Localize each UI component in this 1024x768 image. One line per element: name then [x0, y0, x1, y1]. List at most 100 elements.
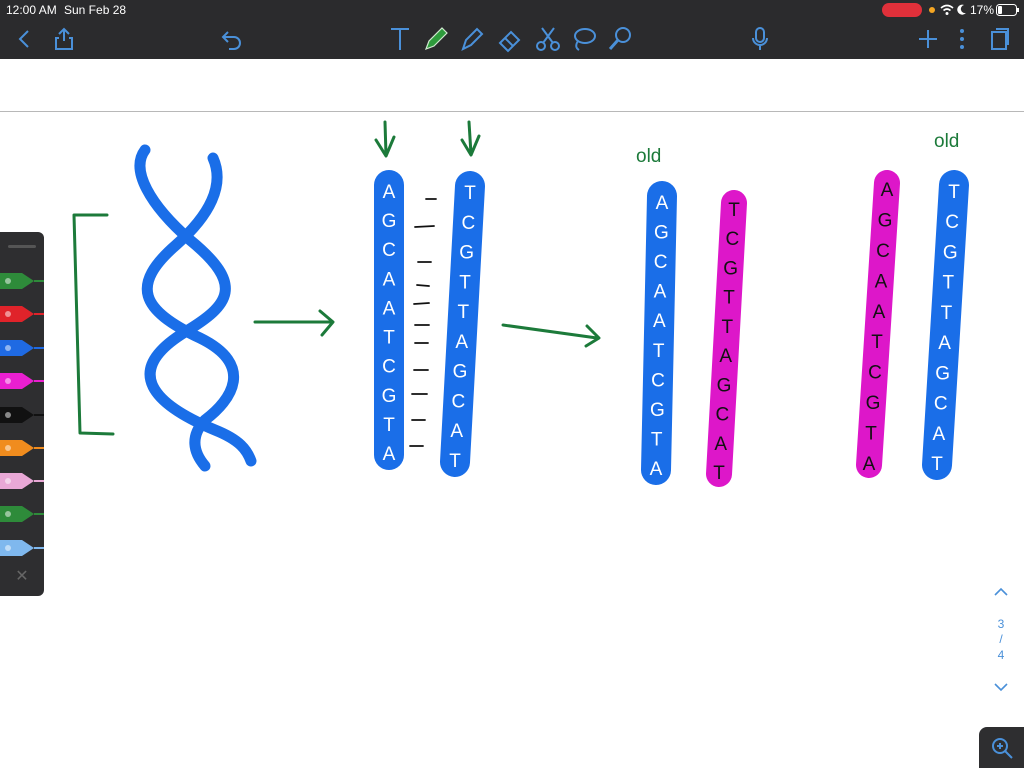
- copy2-new-strand: [856, 170, 900, 478]
- palette-swatch-2[interactable]: [0, 303, 44, 325]
- down-arrow-right: [460, 120, 481, 157]
- palette-swatch-4[interactable]: [0, 370, 44, 392]
- parent-strand-left-base: T: [383, 328, 395, 349]
- toolbar: [0, 20, 1024, 59]
- copy2-new-strand-base: A: [881, 180, 894, 201]
- moon-icon: [957, 4, 966, 15]
- copy1-new-strand-base: C: [725, 229, 739, 250]
- add-page-icon[interactable]: [912, 24, 944, 54]
- copy2-old-strand-base: C: [934, 394, 948, 415]
- copy2-old-strand-base: C: [945, 212, 959, 233]
- parent-strand-right-base: T: [458, 302, 470, 323]
- copy2-new-strand-base: T: [865, 424, 877, 445]
- screen-recording-indicator: [882, 3, 922, 17]
- parent-strand-right-base: A: [455, 332, 468, 353]
- laser-pointer-icon[interactable]: [604, 24, 636, 54]
- hydrogen-bonds: [409, 198, 437, 447]
- parent-strand-left-base: A: [383, 444, 396, 465]
- copy2-new-strand-base: A: [863, 454, 876, 475]
- status-bar: 12:00 AM Sun Feb 28 17%: [0, 0, 1024, 20]
- undo-icon[interactable]: [216, 24, 248, 54]
- green-bracket: [72, 213, 115, 436]
- copy2-new-strand-base: G: [866, 393, 881, 414]
- page-navigator: 3 / 4: [986, 582, 1016, 702]
- copy2-old-strand-base: G: [935, 363, 950, 384]
- copy2-new-strand-base: A: [875, 271, 888, 292]
- arrow-1: [253, 309, 335, 337]
- text-tool-icon[interactable]: [384, 24, 416, 54]
- copy1-old-strand-base: C: [654, 252, 668, 273]
- color-palette: ✕: [0, 232, 44, 596]
- palette-close-icon[interactable]: ✕: [15, 568, 29, 585]
- back-icon[interactable]: [8, 24, 40, 54]
- palette-handle[interactable]: [8, 245, 36, 248]
- copy1-new-strand-base: T: [713, 463, 725, 484]
- zoom-button[interactable]: [979, 727, 1024, 768]
- copy1-old-strand-base: G: [654, 223, 669, 244]
- zoom-in-icon: [991, 737, 1013, 759]
- palette-swatch-1[interactable]: [0, 270, 44, 292]
- copy1-old-strand-base: C: [651, 370, 665, 391]
- copy2-new-strand-base: T: [871, 332, 883, 353]
- copy2-new-strand-base: G: [878, 210, 893, 231]
- parent-strand-right-base: A: [450, 421, 463, 442]
- eraser-tool-icon[interactable]: [494, 24, 526, 54]
- parent-strand-right-base: T: [459, 272, 471, 293]
- copy1-old-strand-base: A: [653, 311, 666, 332]
- parent-strand-right-base: T: [449, 451, 461, 472]
- palette-swatch-3[interactable]: [0, 337, 44, 359]
- svg-text:old: old: [934, 131, 959, 152]
- pages-icon[interactable]: [984, 24, 1016, 54]
- status-time: 12:00 AM: [6, 3, 57, 17]
- svg-text:old: old: [636, 146, 661, 167]
- copy1-new-strand-base: T: [722, 317, 734, 338]
- page-up-icon[interactable]: [994, 586, 1008, 600]
- parent-strand-right-base: G: [459, 243, 474, 264]
- copy1-old-strand-base: G: [650, 400, 665, 421]
- copy1-new-strand-base: G: [717, 375, 732, 396]
- down-arrow-left: [374, 120, 396, 158]
- parent-strand-right-base: T: [464, 183, 476, 204]
- parent-strand-left-base: T: [383, 415, 395, 436]
- old-label-1: old: [636, 146, 661, 167]
- highlighter-tool-icon[interactable]: [456, 24, 488, 54]
- page-total: 4: [997, 648, 1005, 662]
- page-down-icon[interactable]: [994, 681, 1008, 695]
- scissors-tool-icon[interactable]: [532, 24, 564, 54]
- share-icon[interactable]: [48, 24, 80, 54]
- copy1-new-strand-base: C: [715, 405, 729, 426]
- page-current: 3: [997, 617, 1005, 631]
- palette-swatch-7[interactable]: [0, 470, 44, 492]
- parent-strand-left-base: A: [383, 182, 396, 203]
- more-icon[interactable]: [946, 24, 978, 54]
- status-date: Sun Feb 28: [64, 3, 127, 17]
- copy2-old-strand-base: T: [941, 303, 953, 324]
- old-label-2: old: [934, 131, 959, 152]
- copy1-old-strand-base: A: [654, 282, 667, 303]
- palette-swatch-6[interactable]: [0, 437, 44, 459]
- microphone-icon[interactable]: [744, 24, 776, 54]
- parent-strand-left-base: G: [382, 211, 397, 232]
- copy1-new-strand-base: A: [714, 434, 727, 455]
- parent-strand-left-base: C: [382, 357, 396, 378]
- copy1-new-strand-base: T: [723, 288, 735, 309]
- palette-swatch-5[interactable]: [0, 404, 44, 426]
- copy1-old-strand-base: A: [650, 459, 663, 480]
- copy2-new-strand-base: C: [876, 241, 890, 262]
- copy2-old-strand-base: T: [943, 273, 955, 294]
- lasso-tool-icon[interactable]: [568, 24, 600, 54]
- copy2-new-strand-base: C: [868, 363, 882, 384]
- parent-strand-left-base: A: [383, 298, 396, 319]
- copy1-old-strand-base: T: [651, 429, 663, 450]
- pen-tool-icon[interactable]: [420, 24, 452, 54]
- palette-swatch-9[interactable]: [0, 537, 44, 559]
- parent-strand-left-base: A: [383, 269, 396, 290]
- copy1-old-strand-base: T: [653, 341, 665, 362]
- copy2-old-strand-base: T: [948, 182, 960, 203]
- parent-strand-right: [440, 171, 485, 477]
- parent-strand-left-base: G: [382, 386, 397, 407]
- palette-swatch-8[interactable]: [0, 503, 44, 525]
- copy1-old-strand: [641, 181, 677, 485]
- page-separator: /: [999, 632, 1003, 646]
